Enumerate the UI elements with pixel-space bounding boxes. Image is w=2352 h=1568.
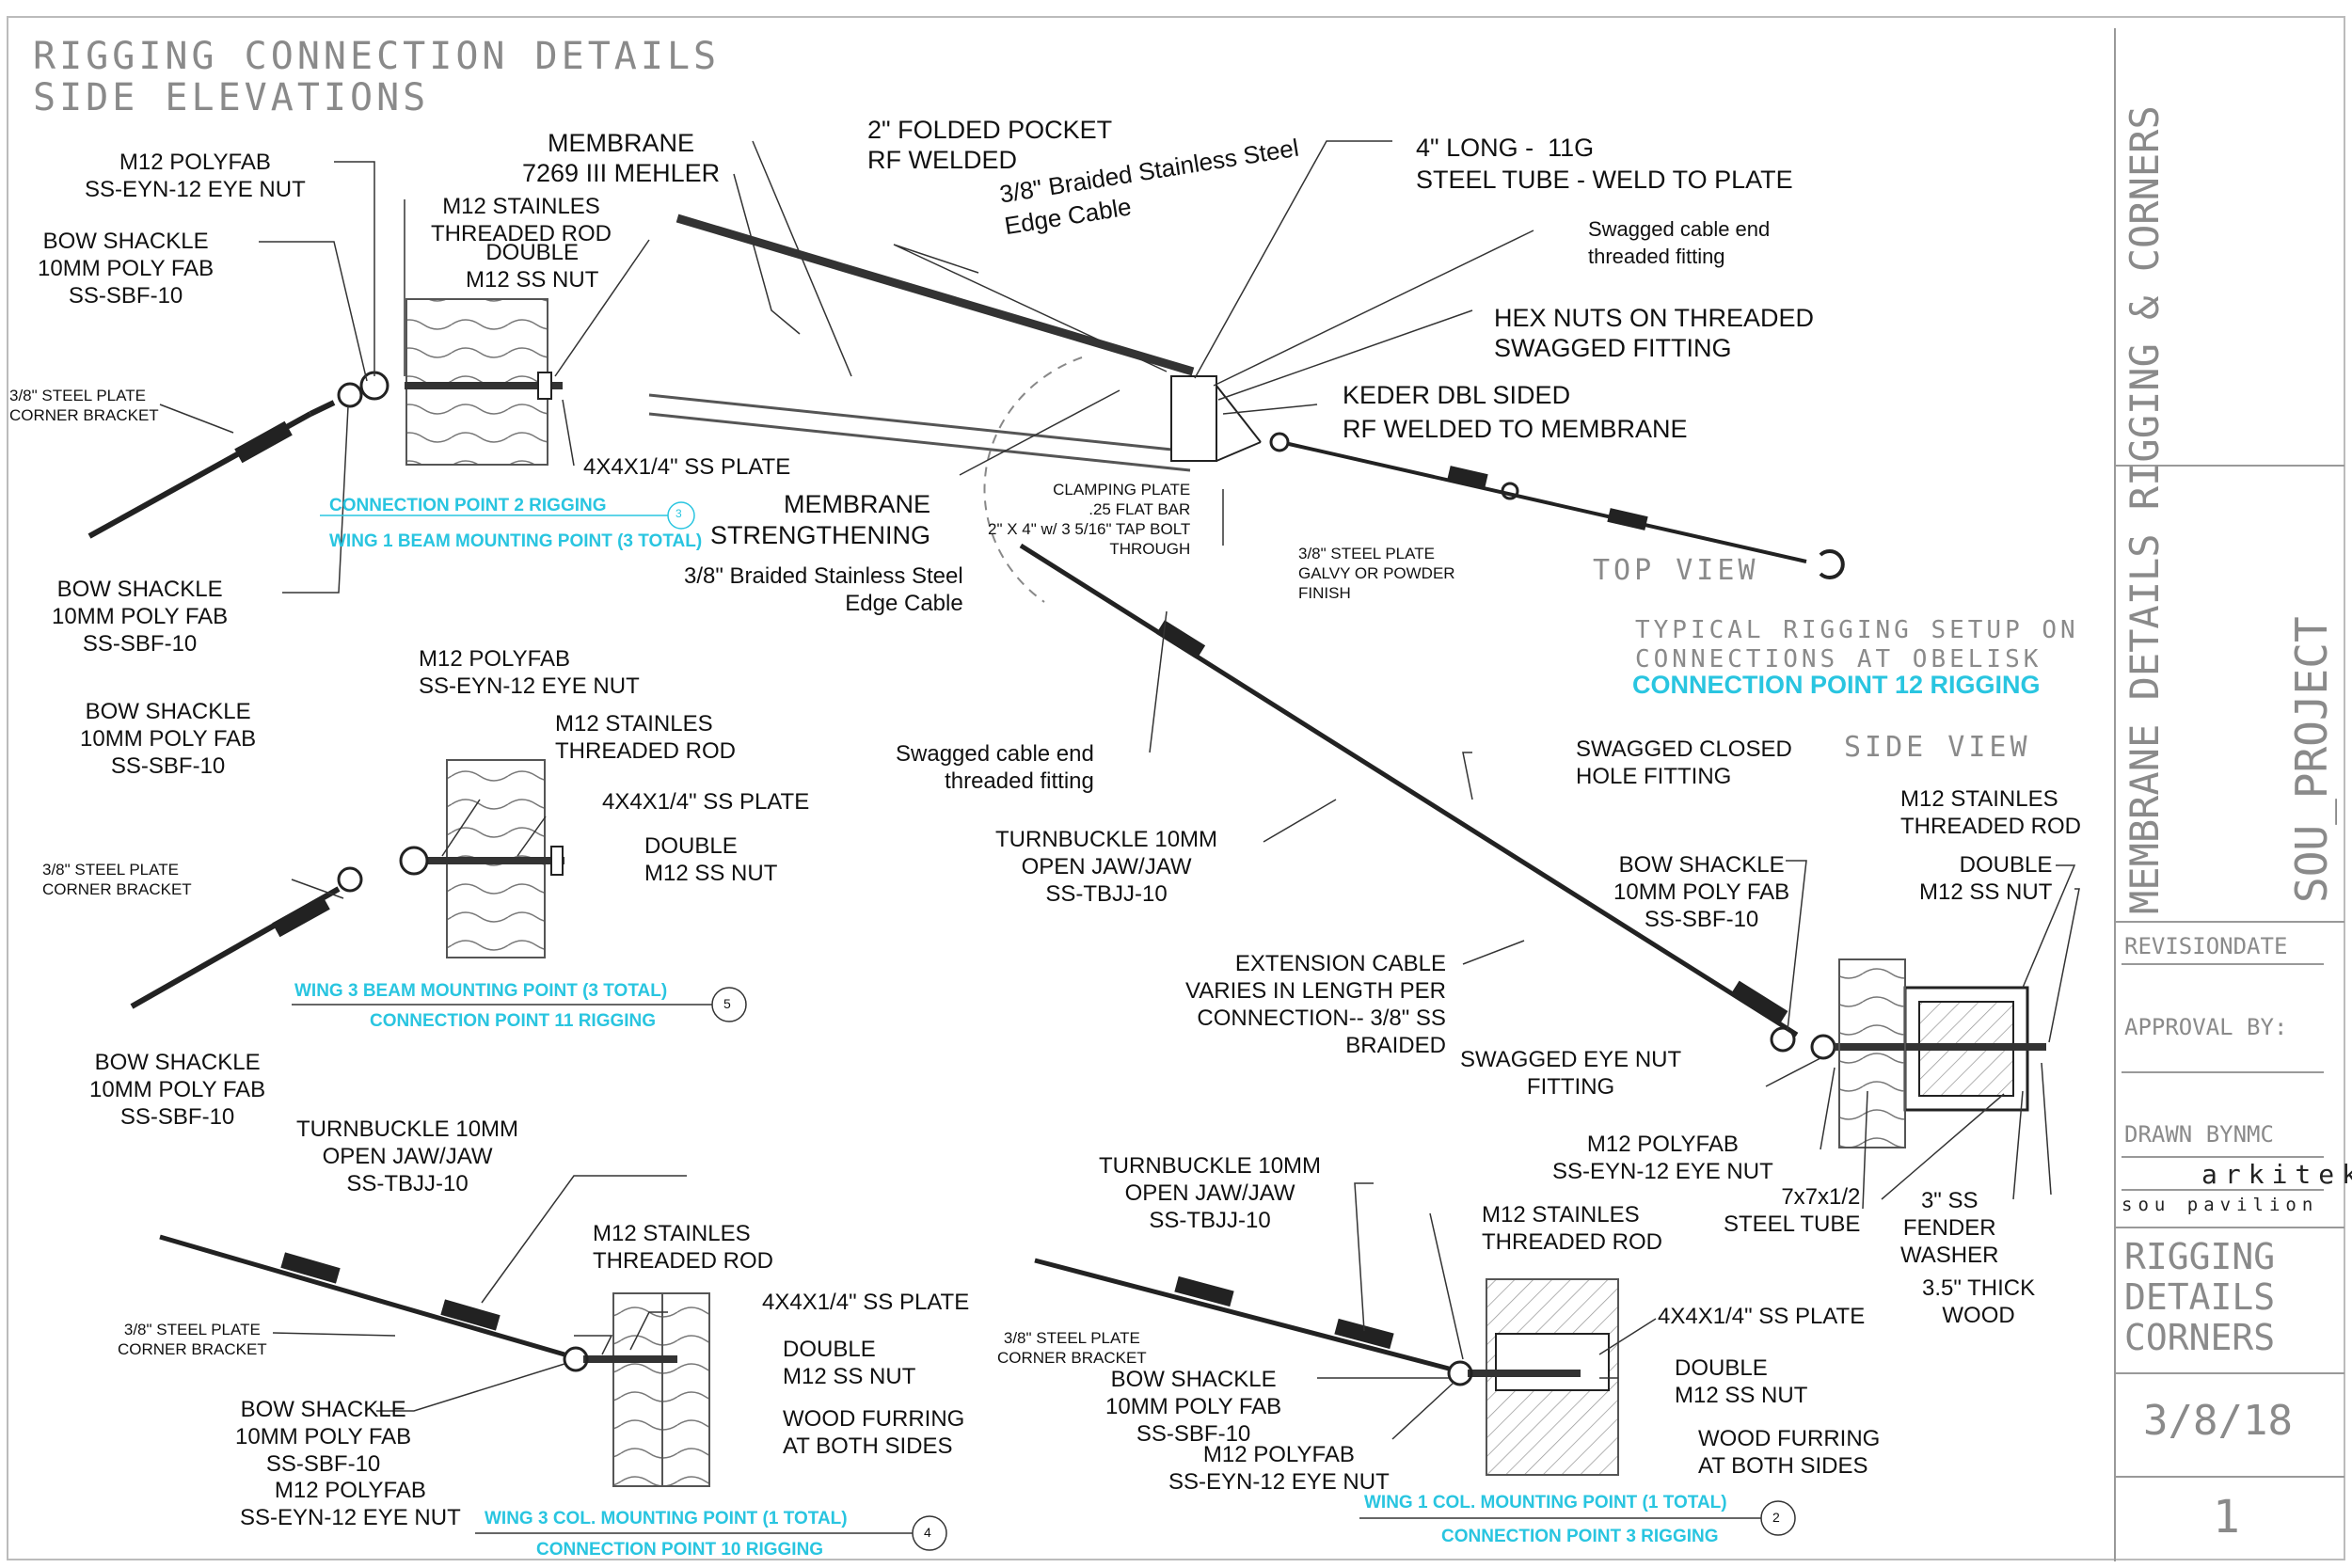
bl-shackle-label: BOW SHACKLE 10MM POLY FAB SS-SBF-10 [235, 1397, 412, 1477]
tv-steel-tube-label: 4" LONG - 11G STEEL TUBE - WELD TO PLATE [1416, 134, 1793, 194]
bl-double-nut-label: DOUBLE M12 SS NUT [783, 1337, 916, 1389]
side-view-geometry [1019, 543, 2046, 1148]
sv-tube-label: 7x7x1/2 STEEL TUBE [1724, 1184, 1861, 1237]
tv-braided-low-label: 3/8" Braided Stainless Steel Edge Cable [684, 563, 963, 616]
tb-sheet-number: 1 [2213, 1491, 2240, 1544]
ml-caption-2: CONNECTION POINT 11 RIGGING [370, 1011, 657, 1031]
tb-approval: APPROVAL BY: [2124, 1014, 2288, 1040]
bc-rod-label: M12 STAINLES THREADED ROD [1482, 1202, 1663, 1255]
tv-plate-finish-label: 3/8" STEEL PLATE GALVY OR POWDER FINISH [1298, 545, 1455, 602]
top-view-geometry [648, 214, 1845, 603]
sv-turnbuckle-label: TURNBUCKLE 10MM OPEN JAW/JAW SS-TBJJ-10 [995, 827, 1218, 907]
tl-shackle-bottom-label: BOW SHACKLE 10MM POLY FAB SS-SBF-10 [52, 577, 229, 657]
tb-date: 3/8/18 [2143, 1397, 2293, 1445]
bc-caption-2: CONNECTION POINT 3 RIGGING [1441, 1527, 1719, 1546]
tv-cp12-caption: CONNECTION POINT 12 RIGGING [1632, 671, 2041, 699]
bl-wood-label: WOOD FURRING AT BOTH SIDES [783, 1406, 965, 1459]
tv-hex-label: HEX NUTS ON THREADED SWAGGED FITTING [1494, 304, 1815, 362]
tb-drawing-title: RIGGING DETAILS CORNERS [2124, 1236, 2276, 1358]
tb-sub: sou pavilion [2122, 1195, 2319, 1215]
tv-clamp-label: CLAMPING PLATE .25 FLAT BAR 2" X 4" w/ 3… [988, 481, 1191, 558]
ml-bubble: 5 [723, 996, 731, 1011]
bc-plate-bracket-label: 3/8" STEEL PLATE CORNER BRACKET [997, 1329, 1147, 1367]
bc-wood-label: WOOD FURRING AT BOTH SIDES [1698, 1426, 1881, 1479]
tl-double-nut-label: DOUBLE M12 SS NUT [466, 240, 599, 293]
sv-double-nut-label: DOUBLE M12 SS NUT [1919, 852, 2053, 905]
tv-typical-label: TYPICAL RIGGING SETUP ON CONNECTIONS AT … [1635, 616, 2079, 673]
bc-shackle-label: BOW SHACKLE 10MM POLY FAB SS-SBF-10 [1105, 1367, 1282, 1447]
bc-bubble: 2 [1772, 1510, 1780, 1525]
sv-rod-label: M12 STAINLES THREADED ROD [1900, 786, 2082, 839]
tv-strengthening-label: MEMBRANE STRENGTHENING [710, 490, 931, 549]
bl-ss-plate-label: 4X4X1/4" SS PLATE [762, 1290, 970, 1315]
detail-bottom-center-geometry [1034, 1258, 1619, 1476]
tb-drawn: DRAWN BYNMC [2124, 1121, 2274, 1148]
bl-polyfab-label: M12 POLYFAB SS-EYN-12 EYE NUT [240, 1478, 461, 1530]
tv-swagged-top-label: Swagged cable end threaded fitting [1588, 217, 1771, 268]
leader-lines [159, 140, 2080, 1440]
sheet-title-line2: SIDE ELEVATIONS [33, 76, 430, 119]
sheet-title-line1: RIGGING CONNECTION DETAILS [33, 35, 721, 78]
tv-pocket-label: 2" FOLDED POCKET RF WELDED [867, 116, 1113, 174]
bl-turnbuckle-label: TURNBUCKLE 10MM OPEN JAW/JAW SS-TBJJ-10 [296, 1117, 519, 1196]
tv-heading: TOP VIEW [1593, 554, 1759, 587]
tl-shackle-top-label: BOW SHACKLE 10MM POLY FAB SS-SBF-10 [38, 229, 215, 309]
bl-caption-2: CONNECTION POINT 10 RIGGING [536, 1540, 824, 1560]
bc-turnbuckle-label: TURNBUCKLE 10MM OPEN JAW/JAW SS-TBJJ-10 [1099, 1153, 1322, 1233]
tl-polyfab-label: M12 POLYFAB SS-EYN-12 EYE NUT [85, 150, 306, 202]
tl-ss-plate-label: 4X4X1/4" SS PLATE [583, 454, 791, 480]
title-block-frame [2114, 28, 2344, 1561]
tb-firm: arkitek [2201, 1159, 2352, 1190]
tb-revision: REVISIONDATE [2124, 933, 2288, 959]
bc-caption-1: WING 1 COL. MOUNTING POINT (1 TOTAL) [1364, 1493, 1727, 1513]
sv-washer-label: 3" SS FENDER WASHER [1900, 1188, 1999, 1268]
detail-top-left-geometry [87, 298, 563, 539]
bc-double-nut-label: DOUBLE M12 SS NUT [1675, 1355, 1808, 1408]
sv-extension-label: EXTENSION CABLE VARIES IN LENGTH PER CON… [1185, 951, 1446, 1058]
ml-double-nut-label: DOUBLE M12 SS NUT [644, 833, 778, 886]
ml-polyfab-label: M12 POLYFAB SS-EYN-12 EYE NUT [419, 646, 640, 699]
ml-shackle-top-label: BOW SHACKLE 10MM POLY FAB SS-SBF-10 [80, 699, 257, 779]
tb-project: SOU_PROJECT [2286, 616, 2337, 903]
bl-plate-bracket-label: 3/8" STEEL PLATE CORNER BRACKET [118, 1321, 267, 1358]
detail-bubbles [292, 501, 1796, 1551]
tv-membrane-label: MEMBRANE 7269 III MEHLER [522, 129, 721, 187]
sv-polyfab-label: M12 POLYFAB SS-EYN-12 EYE NUT [1552, 1132, 1773, 1184]
tl-bubble: 3 [675, 507, 682, 520]
sv-eye-fitting-label: SWAGGED EYE NUT FITTING [1460, 1047, 1682, 1100]
tl-caption-1: CONNECTION POINT 2 RIGGING [329, 496, 607, 515]
bl-rod-label: M12 STAINLES THREADED ROD [593, 1221, 774, 1274]
tv-keder-label: KEDER DBL SIDED RF WELDED TO MEMBRANE [1343, 381, 1688, 443]
bl-bubble: 4 [924, 1525, 931, 1540]
sv-swagged-low-label: Swagged cable end threaded fitting [896, 741, 1094, 794]
detail-bottom-left-geometry [159, 1234, 710, 1487]
ml-rod-label: M12 STAINLES THREADED ROD [555, 711, 737, 764]
sv-shackle-label: BOW SHACKLE 10MM POLY FAB SS-SBF-10 [1613, 852, 1790, 932]
bc-ss-plate-label: 4X4X1/4" SS PLATE [1658, 1304, 1866, 1329]
sv-closed-hole-label: SWAGGED CLOSED HOLE FITTING [1576, 736, 1792, 789]
tl-plate-bracket-label: 3/8" STEEL PLATE CORNER BRACKET [9, 387, 159, 424]
bl-caption-1: WING 3 COL. MOUNTING POINT (1 TOTAL) [485, 1509, 848, 1528]
tl-rod-label: M12 STAINLES THREADED ROD [431, 194, 612, 246]
sheet-border [7, 16, 2345, 1560]
ml-ss-plate-label: 4X4X1/4" SS PLATE [602, 789, 810, 815]
ml-shackle-bottom-label: BOW SHACKLE 10MM POLY FAB SS-SBF-10 [89, 1050, 266, 1130]
ml-plate-bracket-label: 3/8" STEEL PLATE CORNER BRACKET [42, 861, 192, 898]
ml-caption-1: WING 3 BEAM MOUNTING POINT (3 TOTAL) [294, 981, 668, 1001]
detail-mid-left-geometry [130, 759, 564, 1009]
tl-caption-2: WING 1 BEAM MOUNTING POINT (3 TOTAL) [329, 531, 703, 551]
tb-sheet-title: MEMBRANE DETAILS RIGGING & CORNERS [2122, 105, 2168, 914]
bc-polyfab-label: M12 POLYFAB SS-EYN-12 EYE NUT [1168, 1442, 1390, 1495]
sv-wood-label: 3.5" THICK WOOD [1922, 1275, 2036, 1328]
sv-heading: SIDE VIEW [1844, 731, 2031, 764]
